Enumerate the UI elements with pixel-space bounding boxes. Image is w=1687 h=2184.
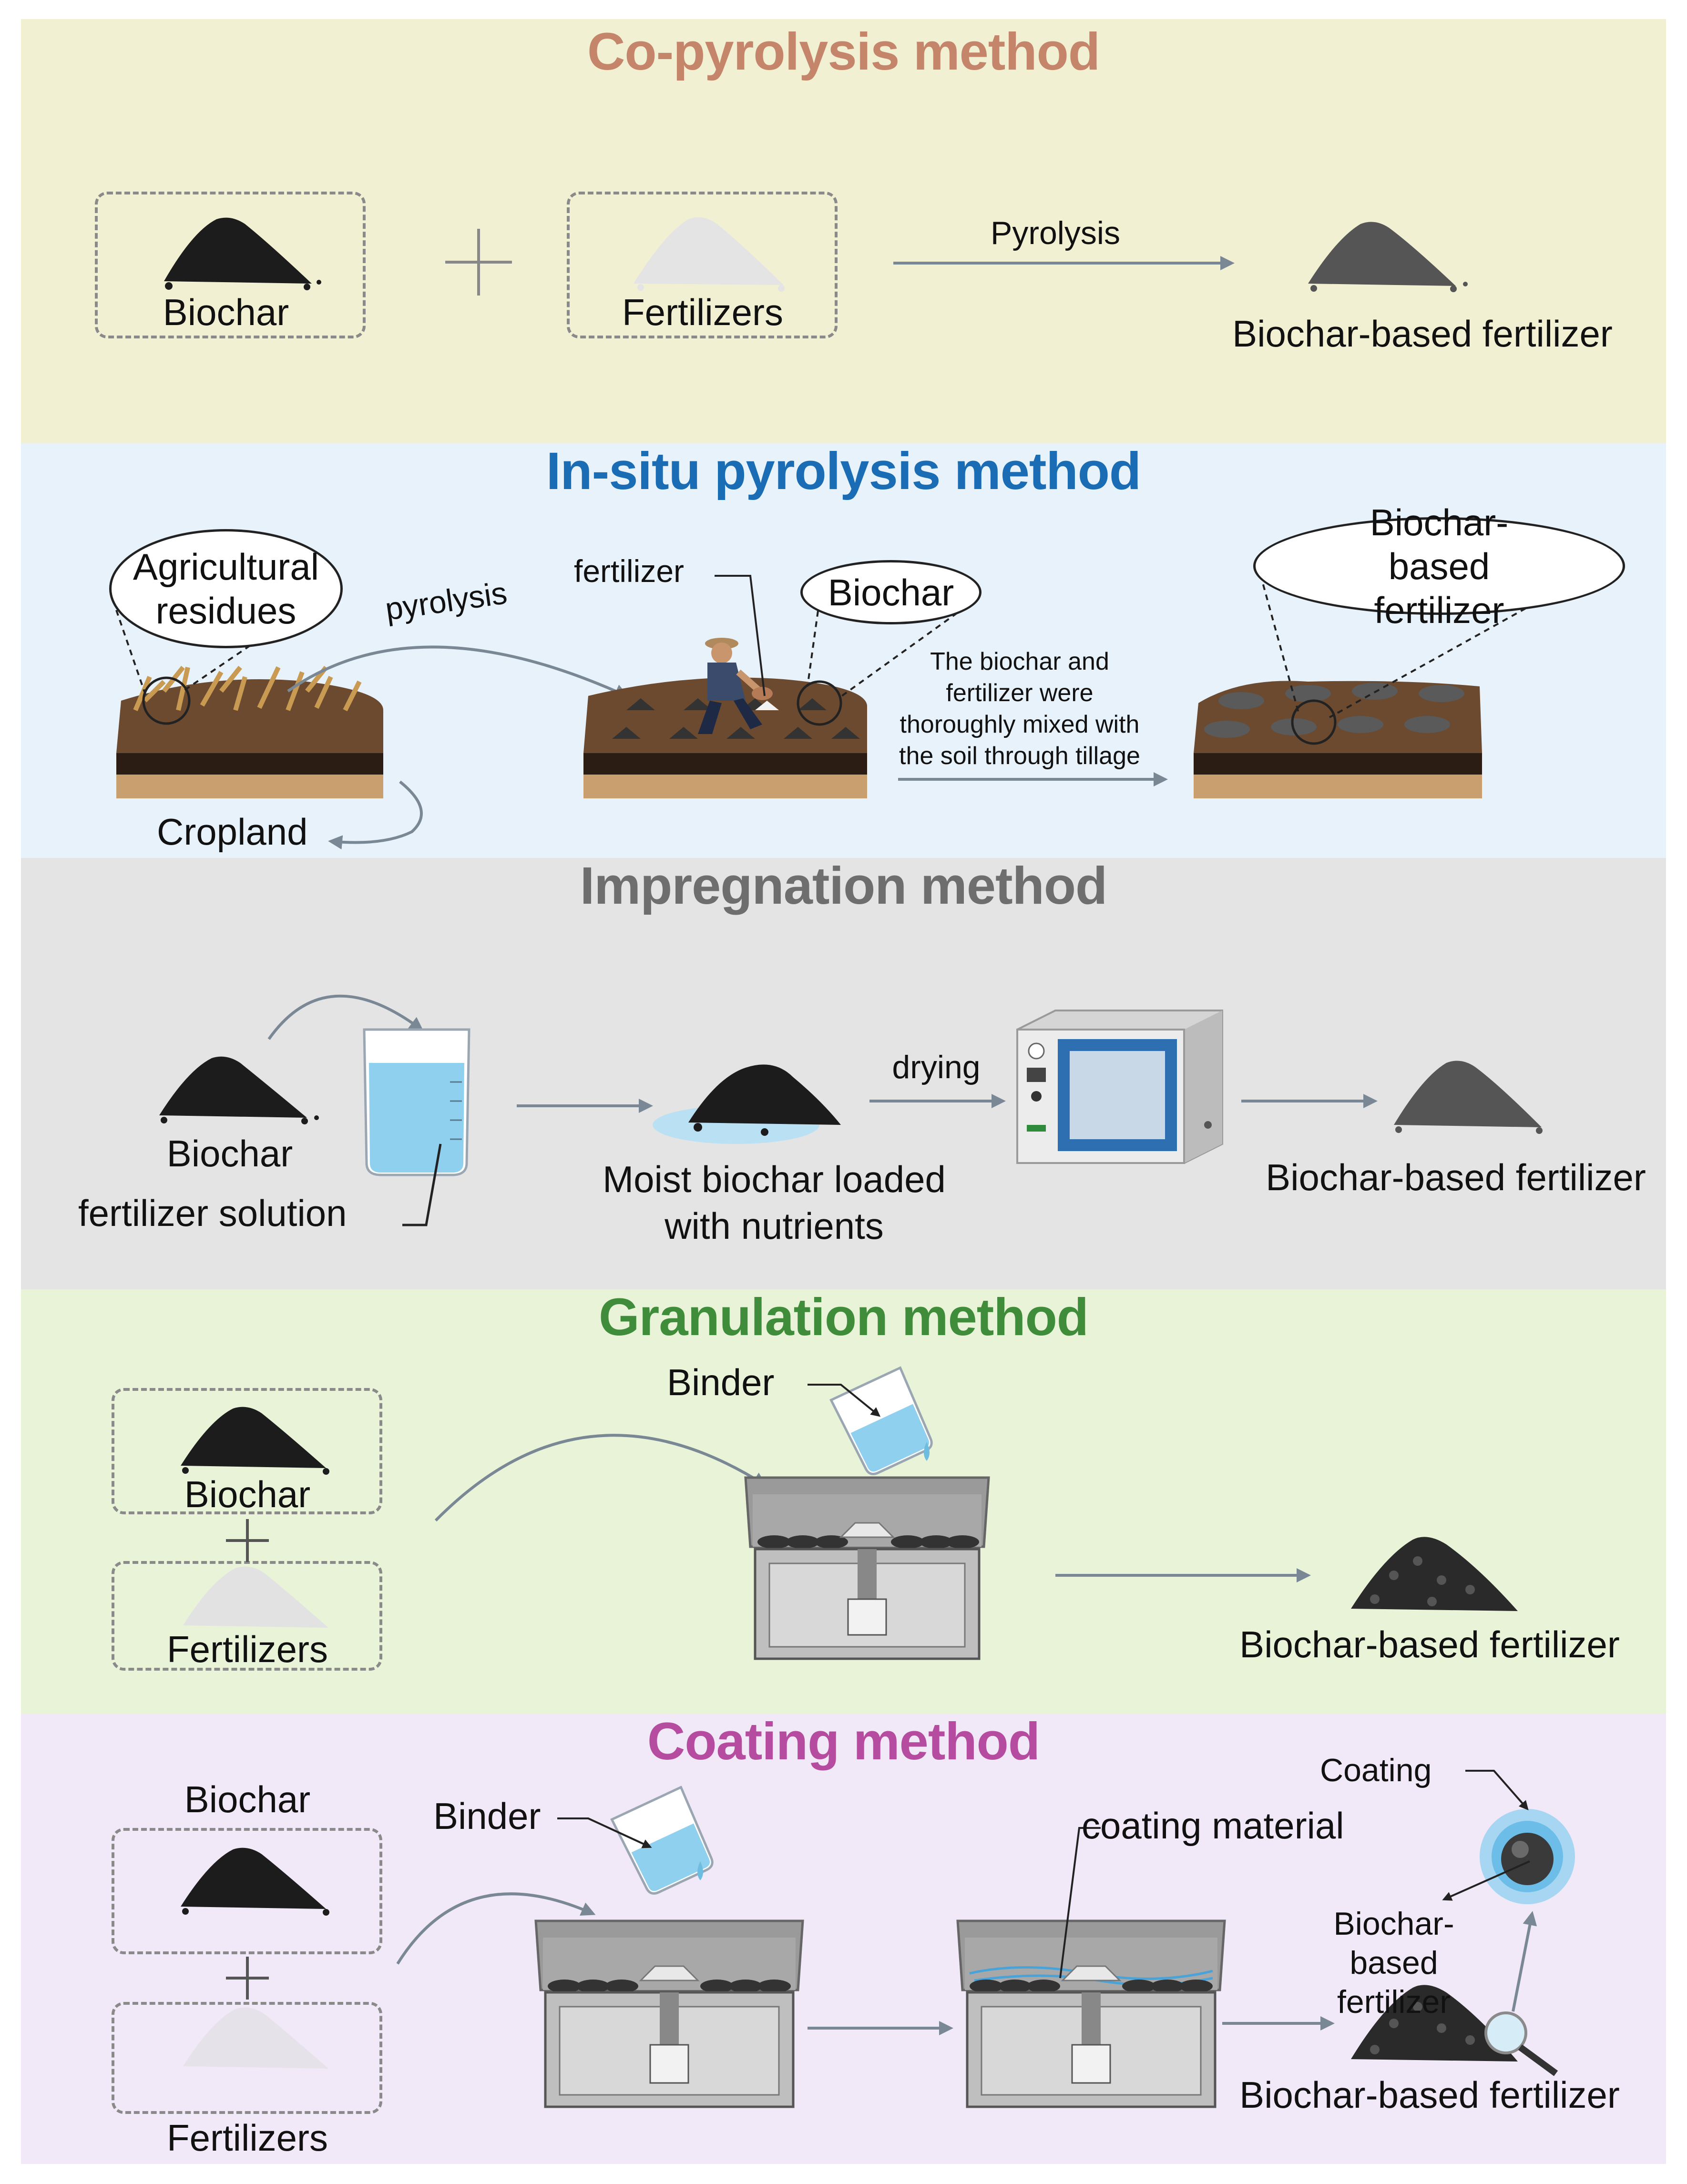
fertilizer-pile-icon [183,1566,328,1628]
insitu-panel: In-situ pyrolysis method [21,443,1666,858]
biochar-callout: Biochar [800,560,982,624]
cropland-field-2-icon [583,677,867,798]
granulation-graphics [181,1366,1518,1660]
copyrolysis-graphics [164,217,1468,296]
biochar-pile-icon [181,1407,329,1475]
plus-icon [445,229,512,296]
biochar-based-fertilizer-pile-icon [1308,222,1468,292]
binder-label: Binder [667,1361,775,1403]
coating-material-leader [1059,1827,1101,1979]
product-label: Biochar-based fertilizer [1239,1623,1620,1665]
fertilizer-label: fertilizer [574,553,685,589]
coating-graphics [181,1770,1575,2108]
copyrolysis-title: Co-pyrolysis method [587,22,1100,81]
coating-leader [1465,1770,1529,1811]
biochar-top-label: Biochar [184,1778,311,1820]
magnifier-icon [1484,2011,1558,2076]
granulator-icon [744,1476,990,1660]
biochar-box [112,1828,382,1954]
tillage-note: The biochar and fertilizer were thorough… [899,648,1140,770]
impregnation-graphics [159,994,1543,1226]
biochar-label: Biochar [184,1473,311,1515]
coating-panel: Coating method [21,1714,1666,2164]
coating-label: Coating [1320,1752,1432,1788]
fertilizers-label: Fertilizers [166,1628,328,1670]
insitu-graphics [115,561,1609,850]
solution-label: fertilizer solution [78,1192,347,1234]
fertilizers-box [567,192,838,338]
pyrolysis-arrow [287,645,629,698]
solution-leader [402,1143,442,1226]
feed-arrow [434,1434,767,1522]
moist-biochar-label: Moist biochar loaded with nutrients [603,1158,946,1247]
pour-arrow [267,994,424,1040]
product-label: Biochar-based fertilizer [1239,2074,1620,2116]
cropland-label: Cropland [157,811,308,853]
biochar-pile-icon [181,1847,329,1916]
cropland-field-3-icon [1194,681,1482,798]
drying-label: drying [892,1049,981,1085]
granulator-1-icon [534,1919,804,2108]
bbf-callout: Biochar-based fertilizer [1253,501,1625,631]
biochar-label: Biochar [163,291,289,333]
granulation-title: Granulation method [599,1289,1089,1347]
biochar-based-fertilizer-pile-icon [1351,1985,1518,2062]
plus-icon [226,1957,269,2000]
fertilizers-bottom-label: Fertilizers [166,2117,328,2159]
product-label: Biochar-based fertilizer [1232,313,1613,355]
plus-icon [226,1519,269,1562]
agri-residues-callout: Agricultural residues [109,529,343,648]
zoom-arrow [1512,1911,1537,2012]
binder-beaker-icon [829,1366,933,1475]
biochar-based-fertilizer-pile-icon [1394,1061,1543,1134]
feed-arrow [396,1892,596,1965]
cropland-field-1-icon [116,665,383,798]
product-label: Biochar-based fertilizer [1266,1156,1646,1198]
core-leader [1442,1860,1530,1901]
moist-biochar-icon [653,1064,841,1144]
binder-beaker-icon [610,1786,714,1895]
coating-title: Coating method [647,1714,1040,1771]
fertilizers-box [112,2002,382,2114]
biochar-pile-icon [159,1056,319,1124]
biochar-label: Biochar [166,1133,293,1174]
coated-granule-icon [1480,1809,1575,1904]
binder-label: Binder [433,1795,541,1837]
biochar-box [112,1388,382,1514]
inner-bbf-label: Biochar-based fertilizer [1333,1906,1454,2020]
biochar-box [95,192,366,338]
fertilizers-box [112,1561,382,1671]
impregnation-title: Impregnation method [580,858,1107,915]
insitu-title: In-situ pyrolysis method [546,443,1141,500]
impregnation-panel: Impregnation method [21,858,1666,1289]
pyrolysis-label: Pyrolysis [990,215,1121,251]
binder-leader [808,1384,881,1417]
drying-oven-icon [1016,1010,1223,1164]
fertilizers-label: Fertilizers [622,291,784,333]
coating-material-label: coating material [1082,1805,1344,1847]
granulation-panel: Granulation method [21,1289,1666,1714]
copyrolysis-panel: Co-pyrolysis method Biochar Fertilizers … [21,19,1666,443]
farmer-icon [698,638,773,734]
biochar-based-fertilizer-pile-icon [1351,1537,1518,1611]
biochar-pile-icon [164,217,321,290]
fertilizer-pile-icon [634,217,785,292]
binder-leader [557,1817,652,1848]
fertilizer-pile-icon [183,2007,328,2069]
cropland-arrow [328,780,423,850]
beaker-icon [363,1028,470,1176]
granulator-2-icon [956,1919,1226,2108]
